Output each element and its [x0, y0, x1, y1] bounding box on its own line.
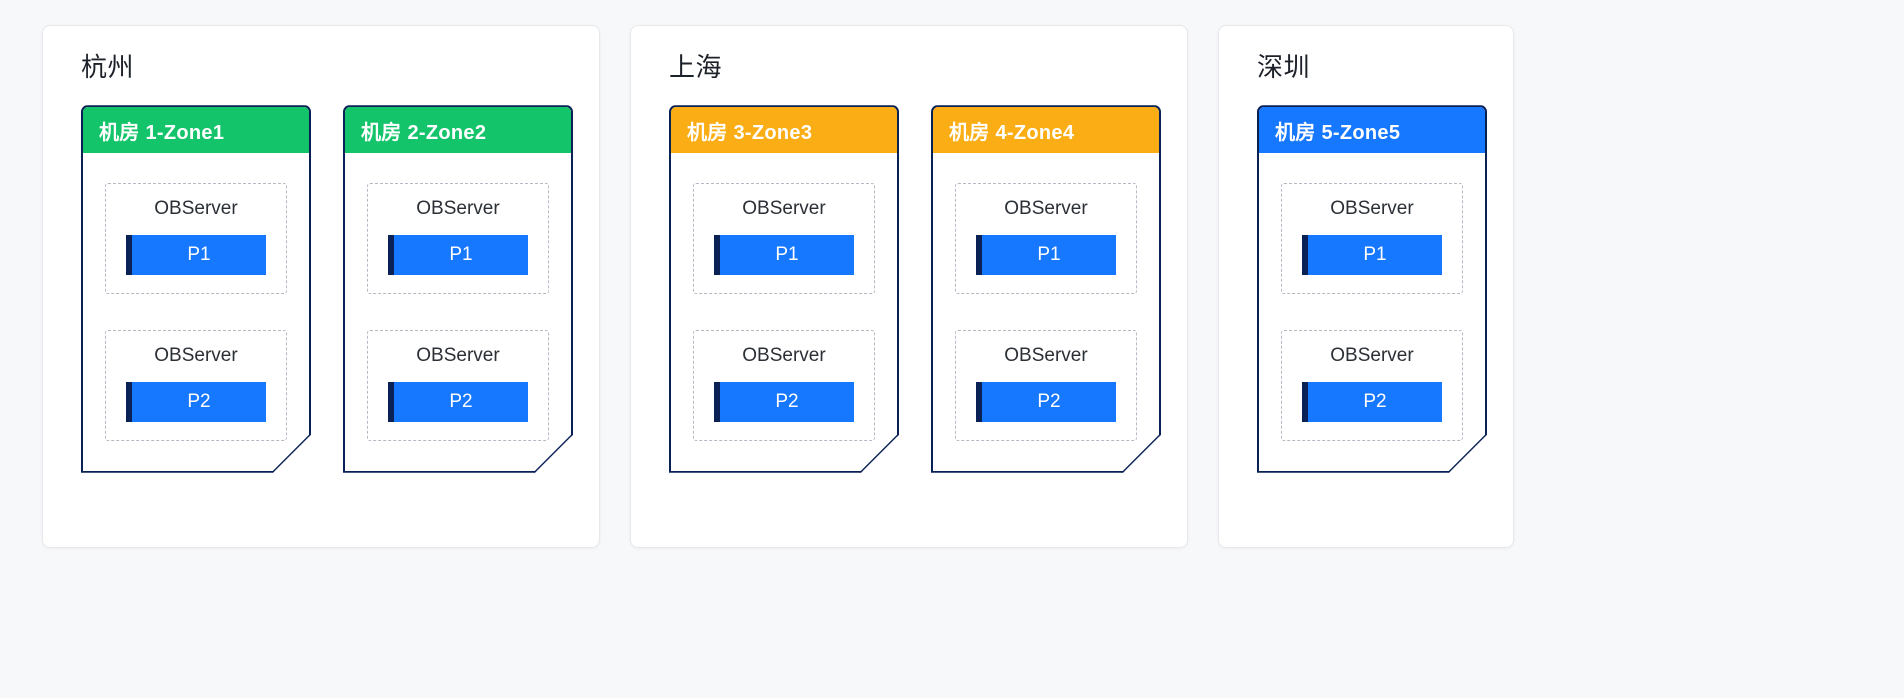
region-title: 深圳: [1257, 52, 1311, 82]
observer-label: OBServer: [1330, 344, 1414, 366]
partition-bar[interactable]: P1: [1302, 235, 1442, 275]
observer-label: OBServer: [416, 198, 500, 220]
observer-label: OBServer: [1004, 198, 1088, 220]
zone-header: 机房 3-Zone3: [671, 107, 897, 153]
observer-label: OBServer: [1330, 198, 1414, 220]
partition-bar[interactable]: P1: [976, 235, 1116, 275]
zone-header: 机房 2-Zone2: [345, 107, 571, 153]
observer-label: OBServer: [154, 344, 238, 366]
region-title: 上海: [669, 52, 723, 82]
partition-bar[interactable]: P1: [714, 235, 854, 275]
observer-label: OBServer: [742, 344, 826, 366]
zone-header: 机房 1-Zone1: [83, 107, 309, 153]
observer-label: OBServer: [416, 344, 500, 366]
partition-bar[interactable]: P2: [388, 382, 528, 422]
observer-label: OBServer: [154, 198, 238, 220]
partition-bar[interactable]: P2: [126, 382, 266, 422]
partition-bar[interactable]: P1: [126, 235, 266, 275]
partition-bar[interactable]: P1: [388, 235, 528, 275]
region-title: 杭州: [81, 52, 135, 82]
partition-bar[interactable]: P2: [976, 382, 1116, 422]
zone-header: 机房 5-Zone5: [1259, 107, 1485, 153]
partition-bar[interactable]: P2: [714, 382, 854, 422]
observer-label: OBServer: [742, 198, 826, 220]
zone-header: 机房 4-Zone4: [933, 107, 1159, 153]
observer-label: OBServer: [1004, 344, 1088, 366]
partition-bar[interactable]: P2: [1302, 382, 1442, 422]
